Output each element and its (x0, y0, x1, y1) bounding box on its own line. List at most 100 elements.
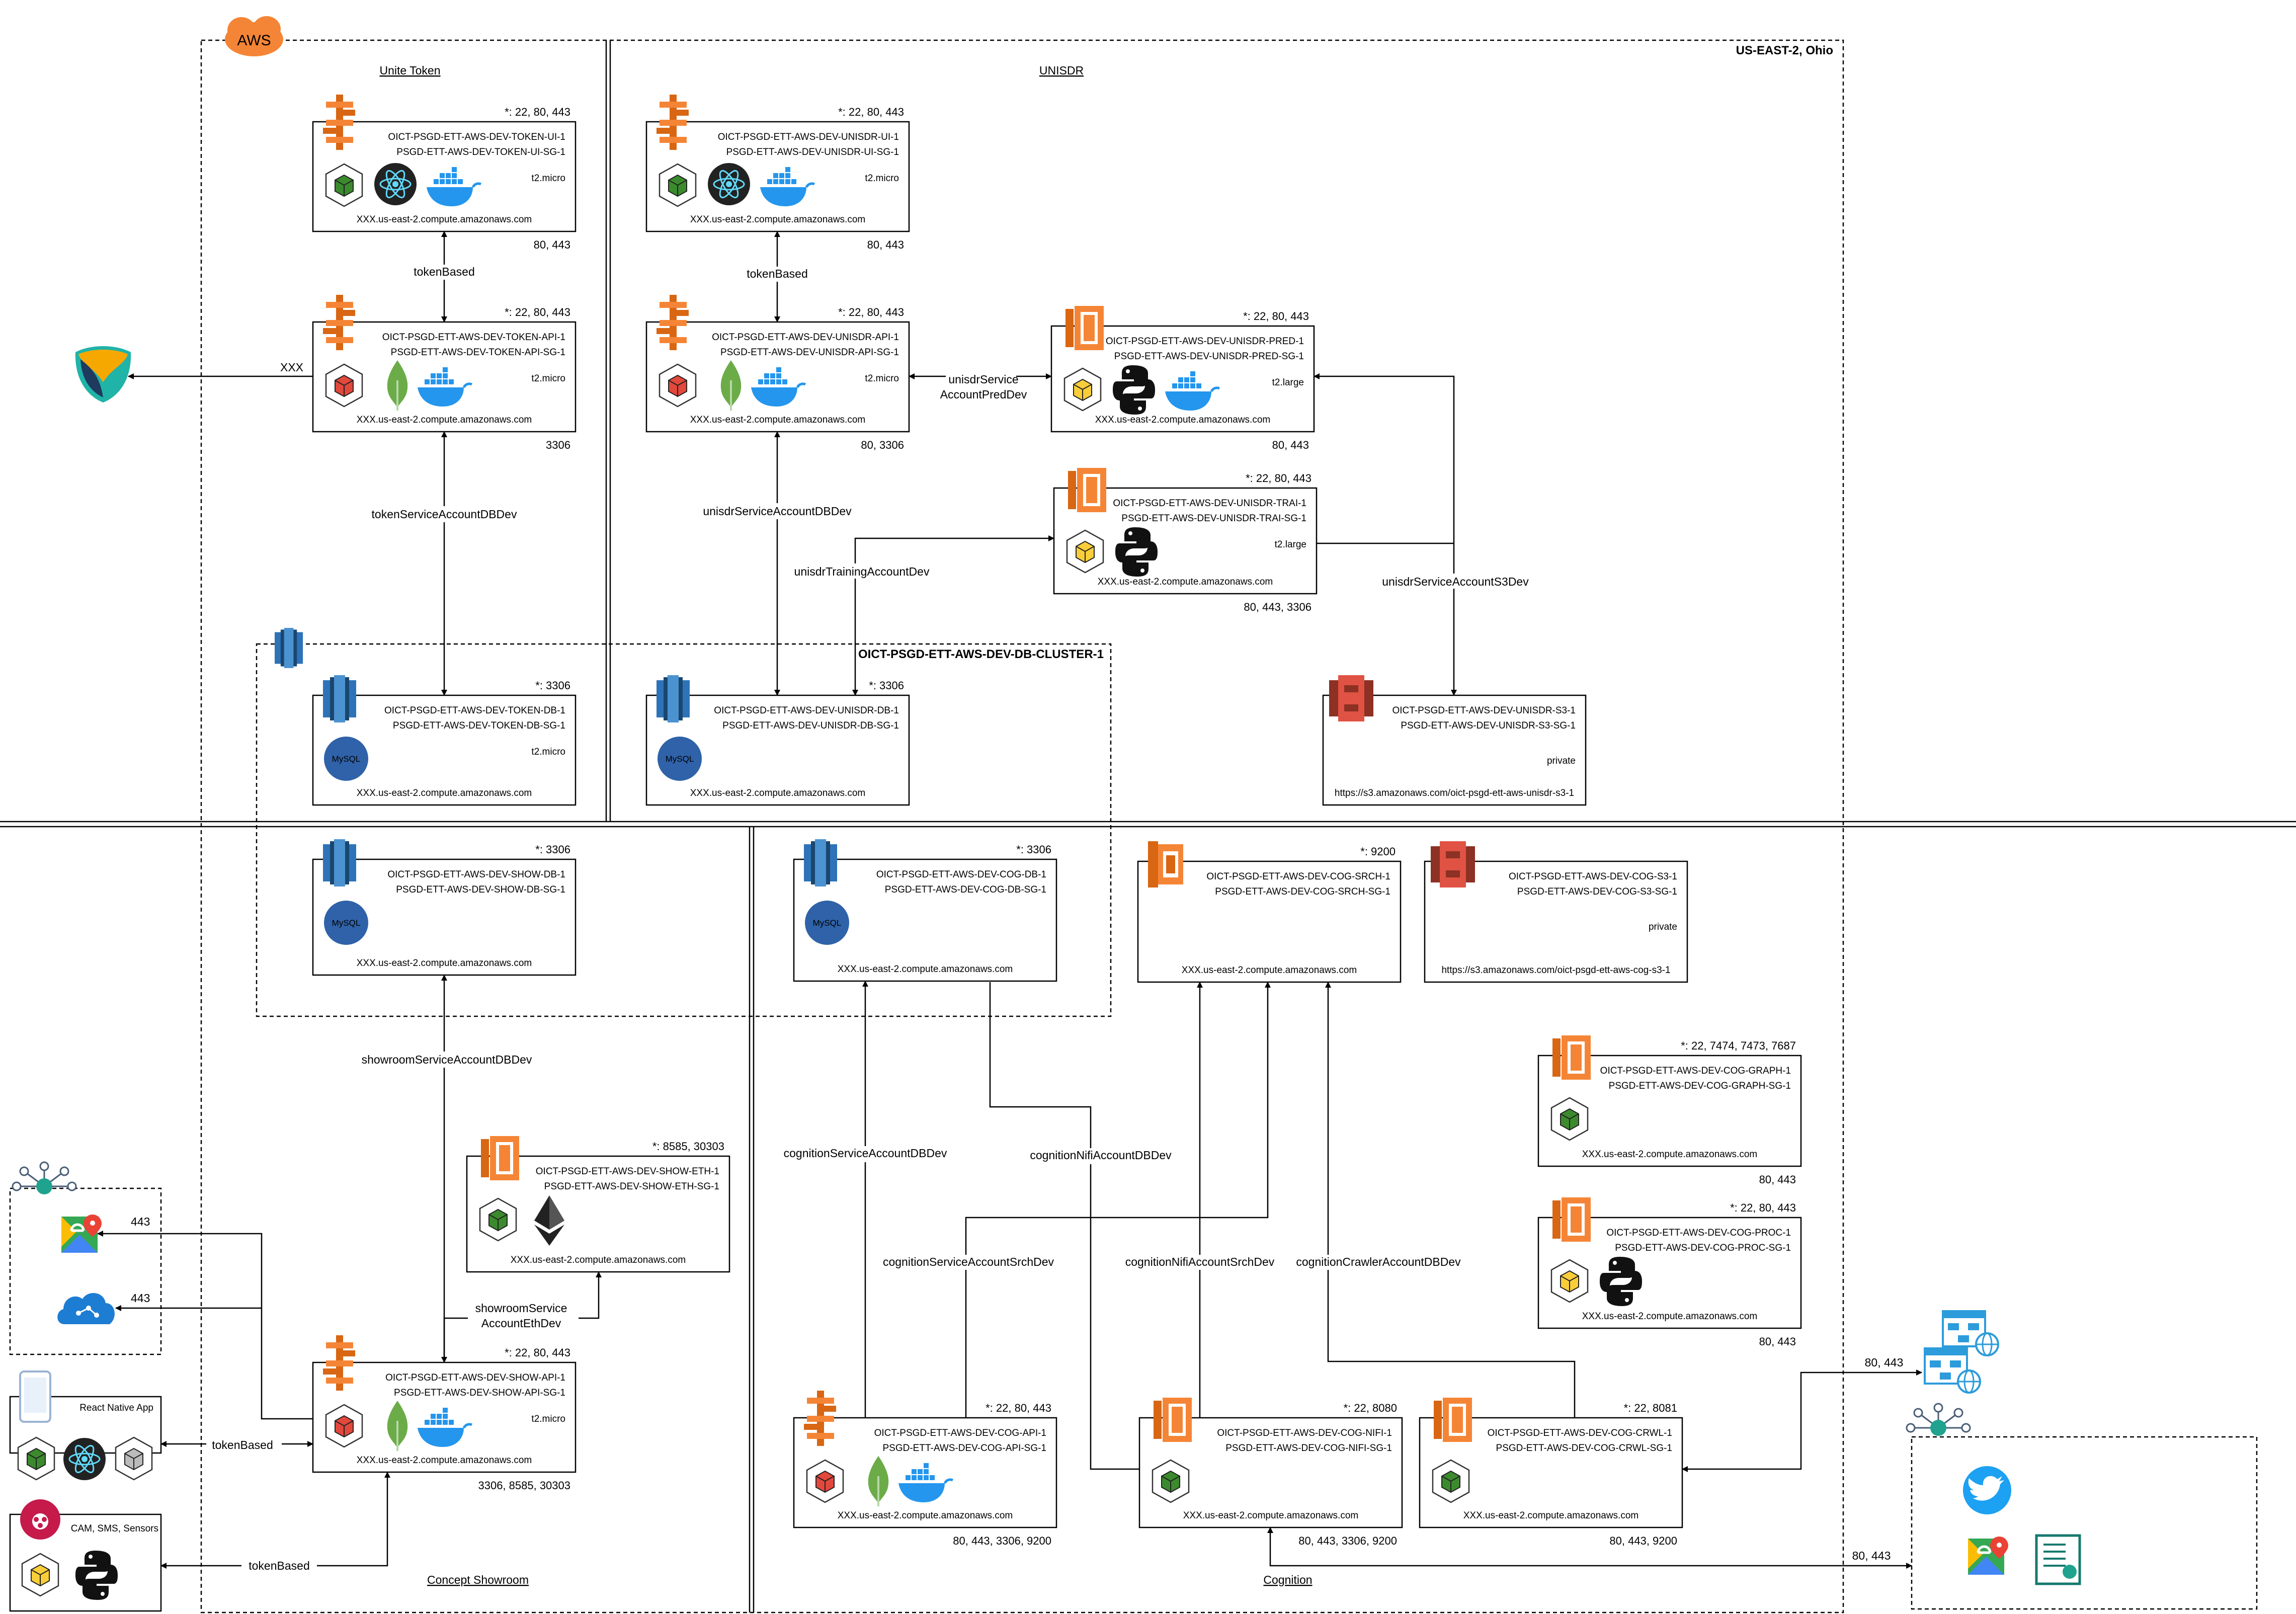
edge-label-e-cog-db: cognitionServiceAccountDBDev (784, 1147, 947, 1160)
edge-label-bg (206, 1438, 282, 1453)
edge-label-e-unisdr-ui-api: tokenBased (747, 267, 807, 280)
ec2-icon (323, 295, 355, 350)
es-icon (1148, 841, 1183, 887)
node-sg: PSGD-ETT-AWS-DEV-SHOW-DB-SG-1 (396, 884, 565, 895)
docker-icon (751, 367, 806, 407)
node-name: OICT-PSGD-ETT-AWS-DEV-SHOW-ETH-1 (536, 1166, 719, 1177)
node-sg: PSGD-ETT-AWS-DEV-COG-PROC-SG-1 (1615, 1243, 1791, 1253)
raspberry-pi-icon (20, 1499, 60, 1540)
node-name: OICT-PSGD-ETT-AWS-DEV-UNISDR-TRAI-1 (1113, 498, 1306, 509)
edge-unisdr-s3 (1314, 373, 1457, 696)
node-instance-type: t2.micro (865, 373, 899, 384)
box-yellow-icon (21, 1553, 59, 1597)
node-ports-out: 80, 443 (1759, 1335, 1796, 1348)
external-services-group (9, 1187, 162, 1355)
node-sg: PSGD-ETT-AWS-DEV-UNISDR-PRED-SG-1 (1114, 351, 1304, 362)
ec2-stack-icon (1065, 306, 1104, 350)
edge-label-bg (1026, 1148, 1177, 1164)
node-host: XXX.us-east-2.compute.amazonaws.com (1095, 415, 1271, 425)
mysql-icon: MySQL (805, 901, 849, 945)
node-sg: PSGD-ETT-AWS-DEV-UNISDR-TRAI-SG-1 (1121, 513, 1306, 524)
node-name: OICT-PSGD-ETT-AWS-DEV-TOKEN-DB-1 (384, 705, 565, 716)
network-hub-icon-right (1906, 1403, 1971, 1436)
edge-crwl-db (1325, 982, 1576, 1418)
node-cog-s3: OICT-PSGD-ETT-AWS-DEV-COG-S3-1PSGD-ETT-A… (1424, 841, 1688, 983)
node-sg: PSGD-ETT-AWS-DEV-TOKEN-DB-SG-1 (393, 720, 565, 731)
box-green-icon (325, 163, 363, 207)
docker-icon (427, 167, 482, 206)
node-host: XXX.us-east-2.compute.amazonaws.com (1183, 1510, 1359, 1521)
edge-label-e-cog-srch: cognitionServiceAccountSrchDev (883, 1255, 1054, 1268)
box-green-icon (1432, 1459, 1470, 1503)
node-name: OICT-PSGD-ETT-AWS-DEV-UNISDR-UI-1 (718, 132, 899, 142)
node-sg: PSGD-ETT-AWS-DEV-TOKEN-UI-SG-1 (396, 147, 565, 157)
docker-icon (418, 367, 473, 407)
node-host: XXX.us-east-2.compute.amazonaws.com (1582, 1311, 1758, 1322)
node-sg: PSGD-ETT-AWS-DEV-UNISDR-DB-SG-1 (722, 720, 899, 731)
web-app-icon (1942, 1310, 1999, 1356)
rds-icon (323, 839, 356, 886)
node-unisdr-db: *: 3306OICT-PSGD-ETT-AWS-DEV-UNISDR-DB-1… (645, 675, 910, 806)
edge-label-bg (367, 506, 523, 522)
node-ports-in: *: 8585, 30303 (652, 1140, 724, 1153)
node-name: OICT-PSGD-ETT-AWS-DEV-COG-NIFI-1 (1217, 1428, 1392, 1438)
edge-nifi-db (989, 982, 1139, 1470)
section-label-cognition: Cognition (1263, 1573, 1312, 1586)
node-sg: PSGD-ETT-AWS-DEV-COG-NIFI-SG-1 (1225, 1443, 1392, 1454)
mysql-icon: MySQL (324, 901, 368, 945)
node-host: XXX.us-east-2.compute.amazonaws.com (1463, 1510, 1639, 1521)
ec2-icon (657, 95, 689, 150)
service-nodes: *: 22, 80, 443OICT-PSGD-ETT-AWS-DEV-TOKE… (312, 95, 1802, 1547)
edge-label-e-show-ml: 443 (131, 1292, 150, 1305)
node-sg: PSGD-ETT-AWS-DEV-UNISDR-S3-SG-1 (1401, 720, 1576, 731)
node-ports-in: *: 22, 80, 443 (838, 306, 904, 318)
edge-label-e-nifi-ext: 80, 443 (1852, 1549, 1891, 1562)
rds-icon (323, 675, 356, 722)
node-ports-out: 80, 443, 3306, 9200 (1298, 1535, 1397, 1547)
node-instance-type: t2.large (1275, 539, 1306, 550)
edge-label-e-nifi-db: cognitionNifiAccountDBDev (1030, 1149, 1172, 1162)
node-ports-out: 80, 443 (534, 238, 570, 251)
edge-label-bg (352, 1052, 538, 1068)
ec2-icon (657, 295, 689, 350)
node-host: XXX.us-east-2.compute.amazonaws.com (1582, 1149, 1758, 1160)
node-instance-type: t2.micro (531, 373, 565, 384)
node-host: XXX.us-east-2.compute.amazonaws.com (690, 788, 866, 798)
edge-label-e-show-mobile: tokenBased (212, 1438, 273, 1451)
node-name: OICT-PSGD-ETT-AWS-DEV-UNISDR-API-1 (712, 332, 899, 343)
docker-icon (1165, 371, 1220, 411)
svg-text:MySQL: MySQL (332, 918, 361, 928)
box-green-icon (17, 1436, 55, 1481)
node-ports-in: *: 3306 (869, 679, 904, 692)
node-host: https://s3.amazonaws.com/oict-psgd-ett-a… (1441, 965, 1670, 976)
node-host: XXX.us-east-2.compute.amazonaws.com (357, 788, 532, 798)
node-sg: PSGD-ETT-AWS-DEV-UNISDR-API-SG-1 (720, 347, 899, 358)
mysql-icon: MySQL (658, 737, 702, 781)
node-ports-in: *: 3306 (1016, 843, 1051, 856)
node-sg: PSGD-ETT-AWS-DEV-COG-CRWL-SG-1 (1496, 1443, 1672, 1454)
s3-icon (1431, 841, 1475, 887)
web-sources-group (1911, 1436, 2258, 1610)
node-host: XXX.us-east-2.compute.amazonaws.com (690, 214, 866, 225)
edge-unisdr-trai (852, 535, 1054, 696)
node-name: OICT-PSGD-ETT-AWS-DEV-UNISDR-PRED-1 (1106, 336, 1304, 347)
node-ports-out: 80, 443 (867, 238, 904, 251)
node-ports-out: 3306, 8585, 30303 (478, 1479, 570, 1492)
node-ports-out: 80, 443 (1272, 439, 1309, 451)
node-host: XXX.us-east-2.compute.amazonaws.com (357, 1455, 532, 1466)
network-hub-icon-left (12, 1161, 77, 1194)
docker-icon (898, 1463, 954, 1502)
node-ports-in: *: 22, 80, 443 (838, 106, 904, 118)
node-unisdr-s3: OICT-PSGD-ETT-AWS-DEV-UNISDR-S3-1PSGD-ET… (1322, 675, 1587, 806)
node-cog-srch: *: 9200OICT-PSGD-ETT-AWS-DEV-COG-SRCH-1P… (1137, 841, 1402, 983)
edge-label-e-unisdr-trai: unisdrTrainingAccountDev (794, 565, 930, 578)
region-label: US-EAST-2, Ohio (1736, 44, 1833, 57)
svg-text:MySQL: MySQL (666, 754, 694, 764)
edge-label-e-unisdr-db: unisdrServiceAccountDBDev (703, 505, 852, 518)
react-icon (374, 163, 417, 205)
node-token-db: *: 3306OICT-PSGD-ETT-AWS-DEV-TOKEN-DB-1P… (312, 675, 577, 806)
